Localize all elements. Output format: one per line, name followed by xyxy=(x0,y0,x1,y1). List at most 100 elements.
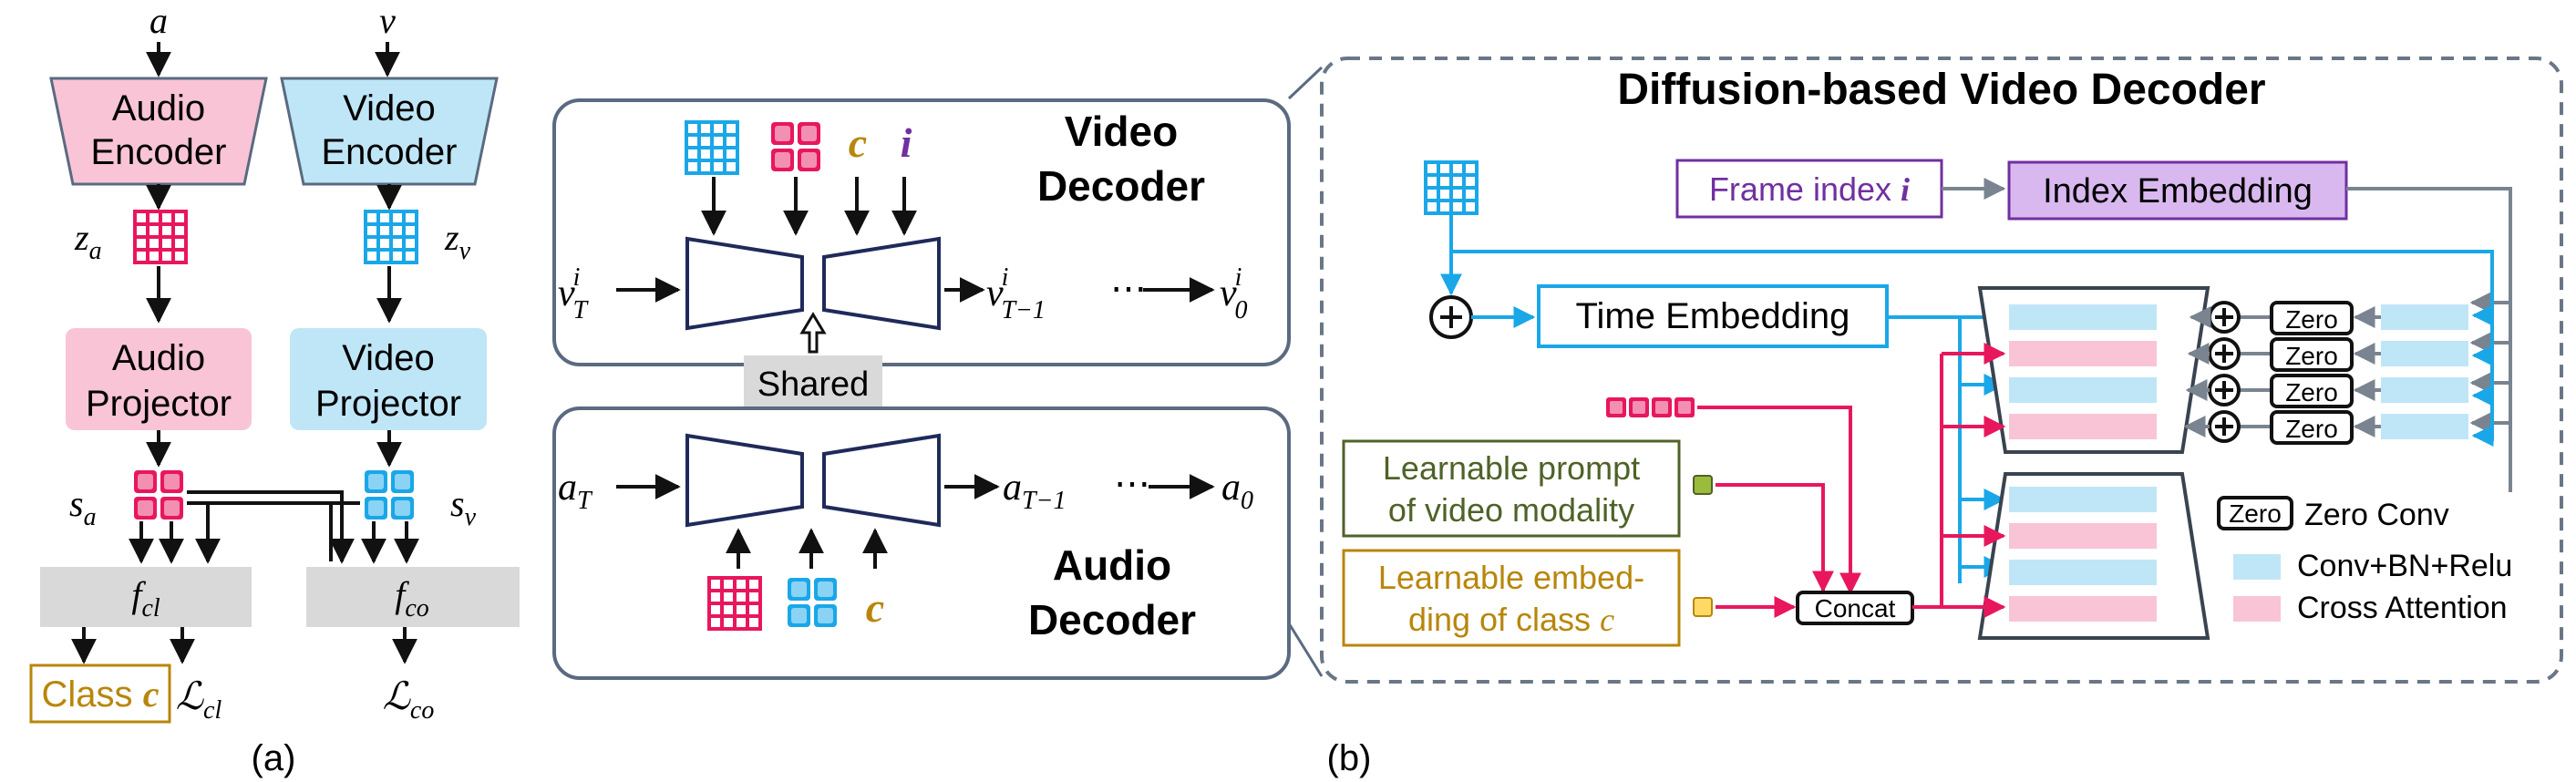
a-T-label: aT xyxy=(558,467,593,515)
zero-conv-1 xyxy=(2270,301,2354,335)
video-encoder-line1: Video xyxy=(343,88,436,129)
cross-row-4 xyxy=(2009,596,2157,622)
audio-projector-line1: Audio xyxy=(112,338,205,378)
time-embedding-label: Time Embedding xyxy=(1576,296,1850,336)
detail-latent-grid xyxy=(1424,160,1479,215)
video-ellipsis: ⋯ xyxy=(1110,269,1147,309)
audio-decoder-c-var: c xyxy=(866,584,884,631)
conv-col-row-1 xyxy=(2381,304,2468,330)
f-co-box xyxy=(306,567,520,627)
audio-projector-line2: Projector xyxy=(86,384,232,424)
audio-decoder-decoder-shape xyxy=(822,433,941,528)
zero-conv-3 xyxy=(2270,374,2354,408)
audio-projector-box xyxy=(66,328,252,430)
video-decoder-z-grid xyxy=(685,120,739,175)
f-cl-box xyxy=(40,567,252,627)
audio-encoder-line1: Audio xyxy=(112,88,205,129)
video-projector-line2: Projector xyxy=(315,384,461,424)
z-v-label: zv xyxy=(444,217,471,265)
video-encoder-box xyxy=(280,77,499,186)
video-prompt-line2: of video modality xyxy=(1388,491,1634,529)
input-v-label: v xyxy=(379,0,396,41)
cross-row-1 xyxy=(2009,341,2157,366)
audio-decoder-encoder-shape xyxy=(685,433,804,528)
audio-decoder-title-1: Audio xyxy=(1053,541,1171,589)
video-decoder-encoder-shape xyxy=(685,236,804,331)
shared-arrow-up xyxy=(799,312,827,354)
input-a-label: a xyxy=(149,0,168,41)
video-encoder-line2: Encoder xyxy=(322,132,458,172)
concat-label: Concat xyxy=(1815,594,1896,623)
s-v-label: sv xyxy=(450,483,477,531)
audio-decoder-title-2: Decoder xyxy=(1028,596,1196,643)
video-decoder-i-var: i xyxy=(901,119,912,166)
s-v-icon xyxy=(365,470,414,520)
video-decoder-decoder-shape xyxy=(822,236,941,331)
zero-conv-2-label: Zero xyxy=(2285,342,2338,370)
conv-col-row-2 xyxy=(2381,341,2468,366)
index-embedding-label: Index Embedding xyxy=(2043,172,2313,211)
video-prompt-box xyxy=(1342,439,1681,538)
conv-row-3 xyxy=(2009,487,2157,512)
audio-decoder-z-grid xyxy=(707,576,762,631)
conv-row-1 xyxy=(2009,304,2157,330)
video-projector-line1: Video xyxy=(342,338,435,378)
class-embed-line1: Learnable embed- xyxy=(1378,559,1644,596)
audio-encoder-box xyxy=(49,77,268,186)
zero-conv-4-label: Zero xyxy=(2285,415,2338,443)
cross-row-3 xyxy=(2009,523,2157,549)
z-v-grid xyxy=(364,210,418,264)
s-a-icon xyxy=(134,470,183,520)
panel-a: a v Audio Encoder Video Encoder za zv Au… xyxy=(29,0,520,778)
class-embed-token xyxy=(1693,597,1713,617)
s-a-label: sa xyxy=(69,483,97,531)
zero-conv-1-label: Zero xyxy=(2285,305,2338,334)
shared-label: Shared xyxy=(757,365,870,404)
audio-encoder-line2: Encoder xyxy=(91,132,227,172)
class-embed-box xyxy=(1342,549,1681,647)
conv-row-4 xyxy=(2009,560,2157,585)
caption-b: (b) xyxy=(1327,738,1372,778)
video-projector-box xyxy=(290,328,487,430)
video-prompt-line1: Learnable prompt xyxy=(1383,449,1640,487)
class-embed-line2: ding of class c xyxy=(1408,601,1614,638)
conv-row-2 xyxy=(2009,377,2157,403)
z-a-label: za xyxy=(74,217,102,265)
zero-conv-4 xyxy=(2270,410,2354,445)
legend: Zero Zero Conv Conv+BN+Relu Cross Attent… xyxy=(2217,496,2512,625)
a-T1-label: aT−1 xyxy=(1003,467,1066,515)
zero-conv-2 xyxy=(2270,337,2354,372)
index-embedding-box xyxy=(2007,160,2348,221)
cross-row-2 xyxy=(2009,414,2157,439)
decoder-detail-panel: Diffusion-based Video Decoder Frame inde… xyxy=(1320,57,2563,684)
audio-ellipsis: ⋯ xyxy=(1114,464,1150,504)
legend-zero-swatch xyxy=(2217,496,2293,530)
legend-cross-swatch xyxy=(2233,596,2281,622)
loss-co-label: ℒco xyxy=(383,676,435,725)
video-decoder-c-var: c xyxy=(849,119,867,166)
class-output-box xyxy=(29,664,171,724)
conv-col-row-4 xyxy=(2381,414,2468,439)
zero-conv-3-label: Zero xyxy=(2285,378,2338,406)
detail-title: Diffusion-based Video Decoder xyxy=(1617,66,2265,114)
loss-cl-label: ℒcl xyxy=(176,676,222,725)
legend-cross-label: Cross Attention xyxy=(2297,591,2508,625)
conv-col-row-3 xyxy=(2381,377,2468,403)
frame-index-label: Frame index i xyxy=(1709,170,1910,208)
legend-zero-label: Zero Conv xyxy=(2304,498,2449,532)
class-output-label: Class c xyxy=(42,674,160,715)
z-a-grid xyxy=(133,210,188,264)
legend-conv-swatch xyxy=(2233,554,2281,580)
a-0-label: a0 xyxy=(1221,467,1253,515)
caption-a: (a) xyxy=(252,738,296,778)
video-decoder-title-2: Decoder xyxy=(1037,162,1205,210)
video-decoder-title-1: Video xyxy=(1065,108,1178,155)
shared-box xyxy=(744,355,882,412)
video-prompt-token xyxy=(1693,475,1713,495)
pink-token-strip xyxy=(1606,397,1695,417)
